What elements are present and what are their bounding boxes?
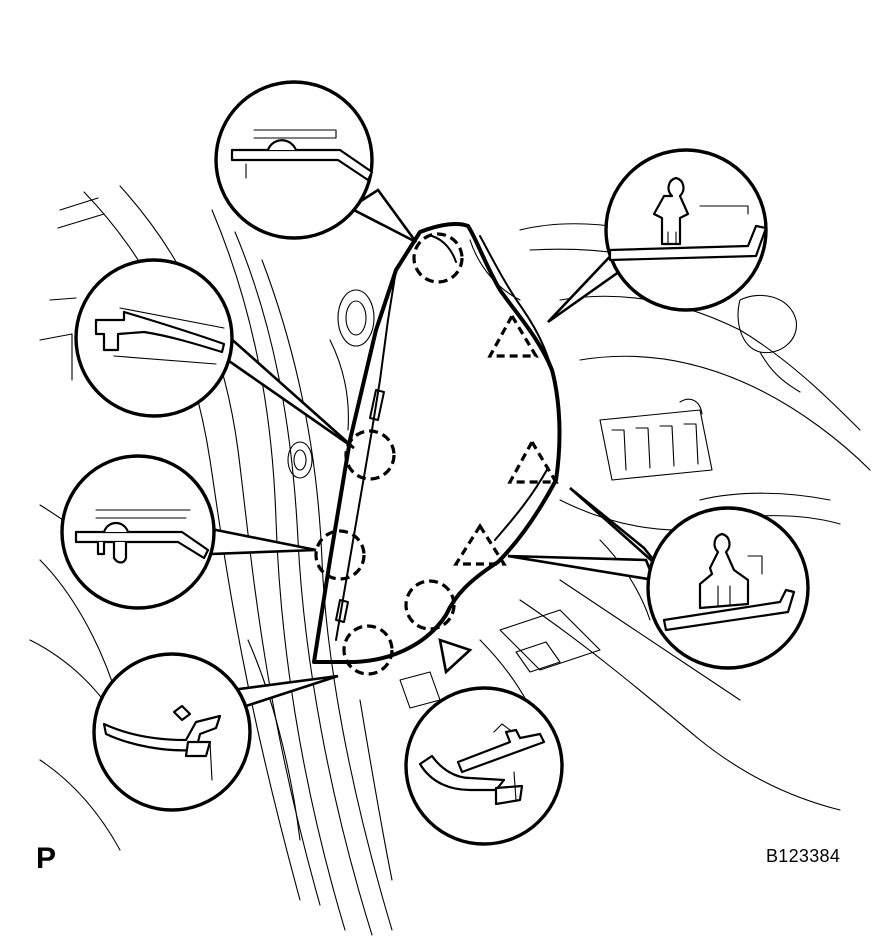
detail-callout-right <box>646 506 810 670</box>
detail-callout-low-left <box>60 454 216 610</box>
claw-clip-icon <box>230 129 374 182</box>
detail-callout-top-left <box>214 80 374 240</box>
claw-clip-icon <box>418 723 546 806</box>
claw-marker-3 <box>314 529 366 581</box>
claw-clip-icon <box>94 307 226 365</box>
detail-callout-bottom-left <box>92 652 252 812</box>
claw-marker-5 <box>404 579 456 631</box>
trim-panel-outline <box>312 222 562 664</box>
claw-marker-2 <box>344 429 396 481</box>
leader-bottom-center <box>438 638 473 675</box>
figure-code: B123384 <box>766 846 841 866</box>
push-clip-icon <box>662 532 796 632</box>
claw-clip-icon <box>74 509 210 564</box>
corner-label: P <box>36 842 57 875</box>
clip-marker-1 <box>487 312 539 358</box>
leader-top-left <box>347 188 418 244</box>
clip-marker-3 <box>453 523 507 566</box>
push-clip-icon <box>608 176 768 262</box>
leader-right-a <box>569 486 662 569</box>
claw-marker-1 <box>412 232 464 284</box>
detail-callout-mid-left <box>74 258 234 418</box>
clip-marker-2 <box>507 438 559 484</box>
clip-location-markers <box>453 312 559 566</box>
claw-location-markers <box>314 232 464 676</box>
leader-bottom-left <box>229 674 339 708</box>
detail-callout-bottom-center <box>404 686 564 846</box>
leader-low-left <box>204 526 317 556</box>
leader-mid-left <box>214 334 355 450</box>
claw-clip-icon <box>102 704 222 781</box>
claw-marker-4 <box>342 624 394 676</box>
leader-right-b <box>507 554 657 582</box>
detail-callout-top-right <box>604 148 768 312</box>
